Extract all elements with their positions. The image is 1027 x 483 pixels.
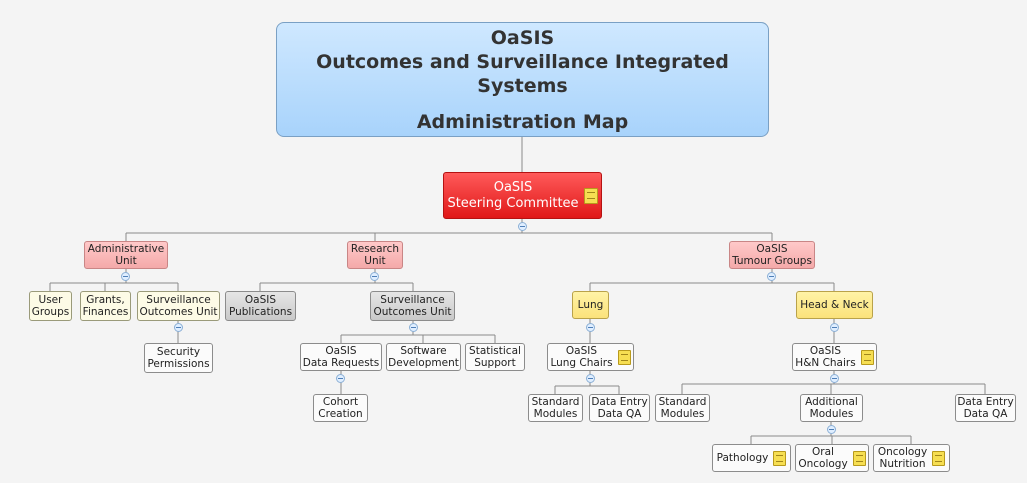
research-unit-node[interactable]: Research Unit [347,241,403,269]
collapse-toggle-icon[interactable] [121,272,130,281]
collapse-toggle-icon[interactable] [370,272,379,281]
data-requests-node[interactable]: OaSIS Data Requests [300,343,382,371]
lung-node[interactable]: Lung [572,291,609,319]
note-icon[interactable] [860,349,874,365]
publications-node[interactable]: OaSIS Publications [225,291,296,321]
oncology-nutrition-node[interactable]: Oncology Nutrition [873,444,950,472]
steering-committee-node[interactable]: OaSIS Steering Committee [443,172,602,219]
user-groups-node[interactable]: User Groups [29,291,72,321]
statistical-support-label: Statistical Support [469,345,521,369]
collapse-toggle-icon[interactable] [586,323,595,332]
collapse-toggle-icon[interactable] [409,323,418,332]
lung-chairs-node[interactable]: OaSIS Lung Chairs [547,343,634,371]
cohort-creation-node[interactable]: Cohort Creation [313,394,368,422]
head-and-neck-label: Head & Neck [800,299,869,311]
tumour-groups-label: OaSIS Tumour Groups [732,243,812,267]
collapse-toggle-icon[interactable] [518,222,527,231]
lung-label: Lung [577,299,604,311]
software-development-label: Software Development [388,345,459,369]
lung-standard-modules-node[interactable]: Standard Modules [528,394,583,422]
oral-oncology-label: Oral Oncology [798,446,848,470]
collapse-toggle-icon[interactable] [767,272,776,281]
statistical-support-node[interactable]: Statistical Support [465,343,525,371]
administrative-unit-label: Administrative Unit [87,243,165,267]
cohort-creation-label: Cohort Creation [318,396,363,420]
lung-standard-modules-label: Standard Modules [531,396,580,420]
collapse-toggle-icon[interactable] [827,425,836,434]
user-groups-label: User Groups [31,294,70,318]
research-unit-label: Research Unit [350,243,400,267]
oncology-nutrition-label: Oncology Nutrition [877,446,928,470]
note-icon[interactable] [617,349,631,365]
collapse-toggle-icon[interactable] [174,323,183,332]
root-title-line-4: Administration Map [416,110,629,133]
lung-chairs-label: OaSIS Lung Chairs [550,345,613,369]
admin-surveillance-outcomes-label: Surveillance Outcomes Unit [139,294,218,318]
admin-surveillance-outcomes-node[interactable]: Surveillance Outcomes Unit [137,291,220,321]
lung-data-entry-node[interactable]: Data Entry Data QA [589,394,650,422]
security-permissions-label: Security Permissions [147,346,210,370]
note-icon[interactable] [852,450,866,466]
collapse-toggle-icon[interactable] [830,374,839,383]
hn-chairs-node[interactable]: OaSIS H&N Chairs [792,343,877,371]
root-topic[interactable]: OaSIS Outcomes and Surveillance Integrat… [276,22,769,137]
collapse-toggle-icon[interactable] [586,374,595,383]
publications-label: OaSIS Publications [228,294,293,318]
root-title-line-2: Outcomes and Surveillance Integrated Sys… [316,50,729,97]
lung-data-entry-label: Data Entry Data QA [591,396,648,420]
research-surveillance-outcomes-label: Surveillance Outcomes Unit [373,294,452,318]
pathology-node[interactable]: Pathology [712,444,791,472]
grants-finances-label: Grants, Finances [82,294,129,318]
hn-standard-modules-label: Standard Modules [658,396,707,420]
tumour-groups-node[interactable]: OaSIS Tumour Groups [729,241,815,269]
note-icon[interactable] [773,450,787,466]
head-and-neck-node[interactable]: Head & Neck [796,291,873,319]
hn-data-entry-label: Data Entry Data QA [957,396,1014,420]
oral-oncology-node[interactable]: Oral Oncology [795,444,869,472]
hn-chairs-label: OaSIS H&N Chairs [795,345,856,369]
software-development-node[interactable]: Software Development [386,343,461,371]
administrative-unit-node[interactable]: Administrative Unit [84,241,168,269]
pathology-label: Pathology [716,452,769,464]
root-title-line-1: OaSIS [490,26,555,49]
additional-modules-label: Additional Modules [805,396,858,420]
additional-modules-node[interactable]: Additional Modules [800,394,863,422]
steering-committee-label: OaSIS Steering Committee [447,179,579,211]
collapse-toggle-icon[interactable] [336,374,345,383]
research-surveillance-outcomes-node[interactable]: Surveillance Outcomes Unit [370,291,455,321]
data-requests-label: OaSIS Data Requests [302,345,380,369]
collapse-toggle-icon[interactable] [830,323,839,332]
hn-data-entry-node[interactable]: Data Entry Data QA [955,394,1016,422]
note-icon[interactable] [583,187,598,204]
grants-finances-node[interactable]: Grants, Finances [80,291,131,321]
security-permissions-node[interactable]: Security Permissions [144,343,213,373]
note-icon[interactable] [932,450,946,466]
hn-standard-modules-node[interactable]: Standard Modules [655,394,710,422]
